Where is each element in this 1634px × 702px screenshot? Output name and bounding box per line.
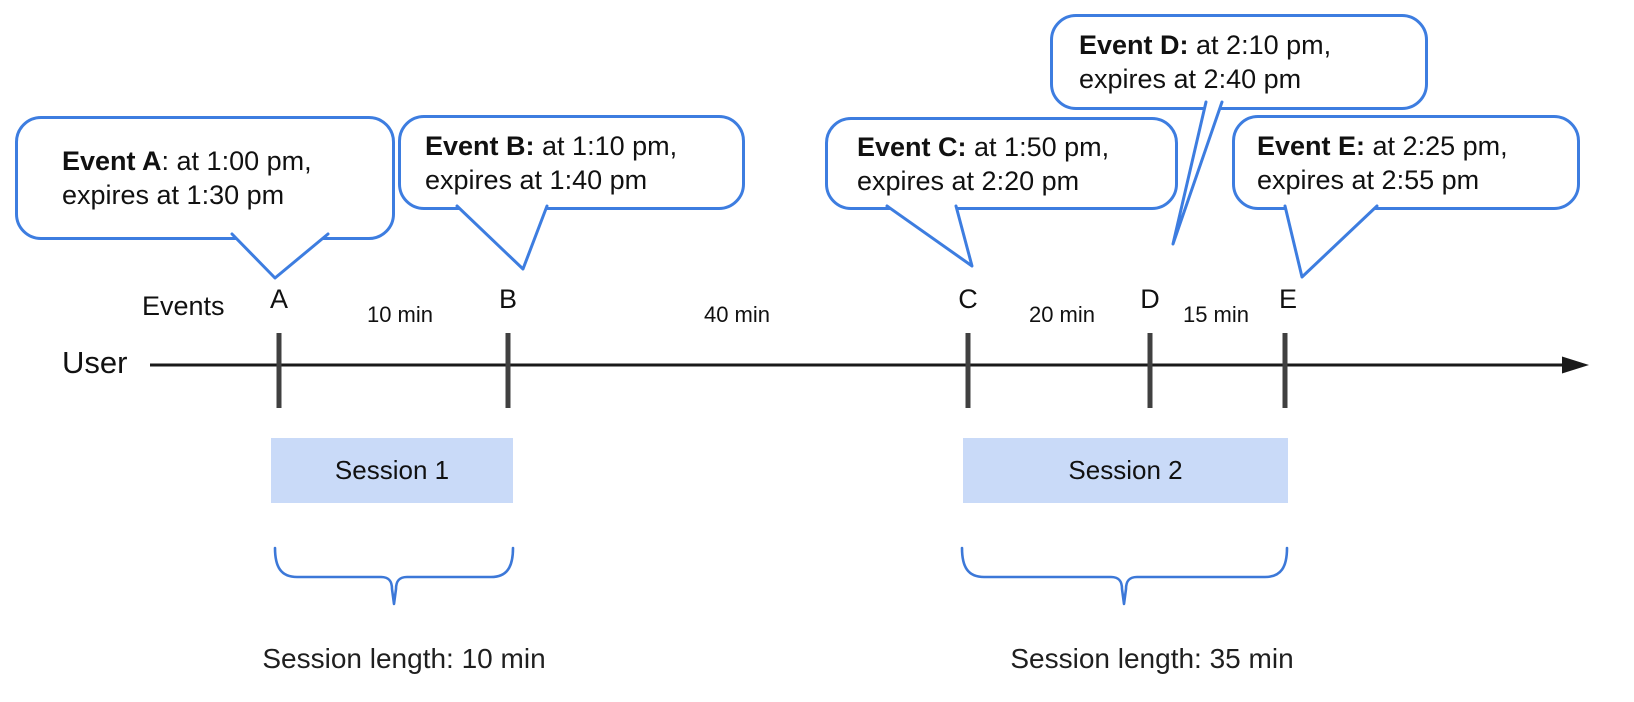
session1-length-label: Session length: 10 min	[262, 643, 546, 674]
speech-bubble-event-b: Event B: at 1:10 pm, expires at 1:40 pm	[398, 115, 745, 210]
interval-label-a-b: 10 min	[366, 302, 434, 327]
bubble-e-title: Event E:	[1257, 130, 1366, 161]
bubble-e-line2: expires at 2:55 pm	[1257, 164, 1480, 195]
interval-label-d-e: 15 min	[1182, 302, 1250, 327]
bubble-d-line2: expires at 2:40 pm	[1079, 64, 1302, 94]
session2-length-label: Session length: 35 min	[1010, 643, 1294, 674]
bubble-c-line2: expires at 2:20 pm	[857, 165, 1080, 196]
bubble-b-line1: Event B: at 1:10 pm,	[425, 129, 742, 163]
bubble-a-time: : at 1:00 pm,	[161, 146, 312, 176]
bubble-d-tail	[1171, 100, 1224, 246]
bubble-d-line1: Event D: at 2:10 pm,	[1079, 28, 1425, 62]
speech-bubble-event-a: Event A: at 1:00 pm, expires at 1:30 pm	[15, 116, 395, 240]
timeline-arrowhead-icon	[1562, 356, 1589, 374]
bubble-b-time: at 1:10 pm,	[534, 130, 678, 161]
interval-label-c-d: 20 min	[1028, 302, 1096, 327]
session1-brace	[273, 546, 515, 606]
speech-bubble-event-e: Event E: at 2:25 pm, expires at 2:55 pm	[1232, 115, 1580, 210]
bubble-a-tail	[230, 232, 330, 280]
speech-bubble-event-c: Event C: at 1:50 pm, expires at 2:20 pm	[825, 117, 1178, 210]
bubble-a-line2: expires at 1:30 pm	[62, 180, 285, 210]
bubble-d-title: Event D:	[1079, 30, 1189, 60]
event-tick-a	[276, 333, 282, 408]
bubble-a-line1: Event A: at 1:00 pm,	[62, 144, 392, 178]
bubble-e-line1: Event E: at 2:25 pm,	[1257, 129, 1577, 163]
bubble-c-tail	[885, 204, 974, 268]
user-label: User	[62, 345, 128, 380]
session2-brace	[960, 546, 1289, 606]
bubble-a-title: Event A	[62, 146, 162, 176]
session1-box: Session 1	[271, 438, 513, 503]
event-letter-c: C	[958, 284, 978, 314]
interval-label-b-c: 40 min	[703, 302, 771, 327]
event-tick-c	[965, 333, 971, 408]
session1-label: Session 1	[334, 455, 450, 485]
speech-bubble-event-d: Event D: at 2:10 pm, expires at 2:40 pm	[1050, 14, 1428, 110]
event-letter-b: B	[498, 284, 518, 314]
event-letter-e: E	[1278, 284, 1298, 314]
bubble-c-line1: Event C: at 1:50 pm,	[857, 130, 1175, 164]
bubble-b-line2: expires at 1:40 pm	[425, 164, 648, 195]
bubble-e-time: at 2:25 pm,	[1365, 130, 1508, 161]
event-letter-a: A	[269, 284, 289, 314]
event-tick-e	[1282, 333, 1288, 408]
bubble-d-time: at 2:10 pm,	[1188, 30, 1332, 60]
session2-label: Session 2	[1068, 455, 1183, 485]
bubble-b-tail	[455, 204, 549, 271]
event-tick-d	[1147, 333, 1153, 408]
bubble-c-time: at 1:50 pm,	[966, 131, 1110, 162]
event-letter-d: D	[1140, 284, 1160, 314]
bubble-e-tail	[1283, 204, 1379, 279]
bubble-b-title: Event B:	[425, 130, 535, 161]
bubble-c-title: Event C:	[857, 131, 967, 162]
events-axis-label: Events	[142, 291, 225, 321]
session2-box: Session 2	[963, 438, 1288, 503]
event-tick-b	[505, 333, 511, 408]
